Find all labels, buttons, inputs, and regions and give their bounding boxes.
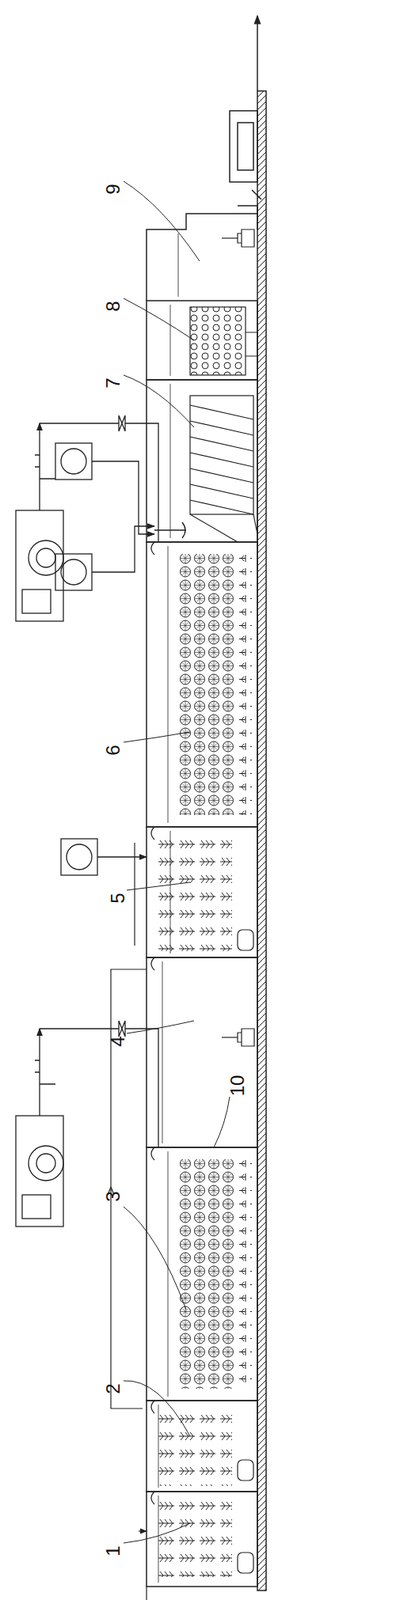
callout-number: 9 <box>102 183 122 195</box>
callout-number: 8 <box>102 300 122 312</box>
callout-number: 10 <box>228 1076 248 1098</box>
callout-number: 6 <box>102 745 122 756</box>
callout-number: 1 <box>102 1546 122 1558</box>
callout-number: 7 <box>102 377 122 389</box>
callout-number: 3 <box>102 1191 122 1203</box>
callout-number: 4 <box>107 1036 127 1048</box>
callout-number: 2 <box>102 1384 122 1395</box>
callout-number: 5 <box>107 893 127 904</box>
